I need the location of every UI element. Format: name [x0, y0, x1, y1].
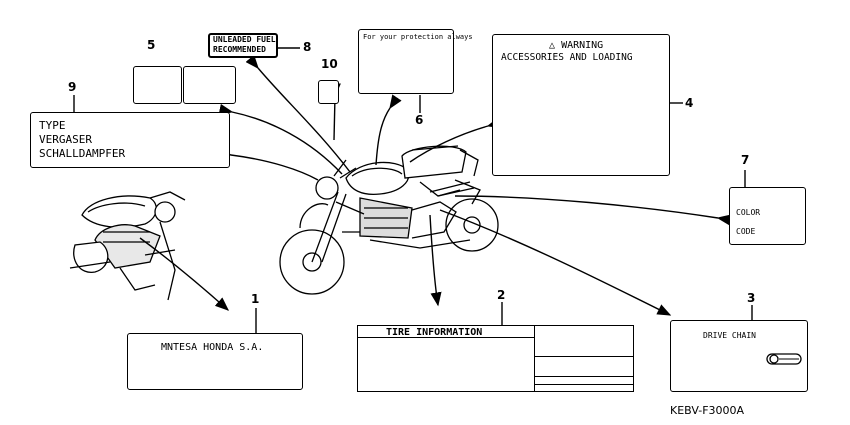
chain-adjuster-icon [766, 353, 802, 365]
label-6-text: For your protection always [363, 33, 473, 41]
warning-triangle-icon: △ [549, 40, 556, 51]
callout-number-3: 3 [747, 291, 756, 305]
leader-lines [73, 47, 753, 333]
label-4-warning: △ WARNING ACCESSORIES AND LOADING [492, 34, 670, 176]
callout-number-8: 8 [303, 40, 312, 54]
label-5-left-panel [133, 66, 182, 104]
label-10-small [318, 80, 339, 104]
callout-number-7: 7 [741, 153, 750, 167]
label-9-line-1: TYPE [39, 119, 66, 132]
label-4-line-1: △ WARNING [549, 40, 604, 51]
label-2-title: TIRE INFORMATION [386, 327, 483, 338]
label-1-text: MNTESA HONDA S.A. [161, 342, 264, 353]
label-9-type-plate: TYPE VERGASER SCHALLDAMPFER [30, 112, 230, 168]
label-2-title-rule [358, 337, 534, 338]
label-9-line-3: SCHALLDAMPFER [39, 147, 126, 160]
label-7-line-1: COLOR [736, 208, 761, 217]
label-7-color-code: COLOR CODE [729, 187, 806, 245]
label-9-line-2: VERGASER [39, 133, 92, 146]
label-1-manufacturer: MNTESA HONDA S.A. [127, 333, 303, 390]
label-8-line-2: RECOMMENDED [213, 45, 266, 54]
callout-number-4: 4 [685, 96, 694, 110]
label-3-text: DRIVE CHAIN [703, 331, 756, 340]
label-2-cell-divider-3 [534, 384, 633, 385]
callout-number-5: 5 [147, 38, 156, 52]
label-2-tire-information: TIRE INFORMATION [357, 325, 634, 392]
callout-number-2: 2 [497, 288, 506, 302]
main-motorcycle-illustration [279, 145, 499, 295]
label-4-line-2: ACCESSORIES AND LOADING [501, 52, 633, 63]
callout-number-6: 6 [415, 113, 424, 127]
small-motorcycle-illustration [69, 191, 186, 301]
label-2-cell-divider-1 [534, 356, 633, 357]
callout-number-10: 10 [321, 57, 338, 71]
callout-number-1: 1 [251, 292, 260, 306]
diagram-code: KEBV-F3000A [670, 404, 745, 417]
label-8-fuel: UNLEADED FUEL RECOMMENDED [208, 33, 278, 58]
label-2-divider-vertical [534, 326, 535, 391]
label-6-protection: For your protection always [358, 29, 473, 94]
label-5-right-panel [183, 66, 236, 104]
label-3-drive-chain: DRIVE CHAIN [670, 320, 808, 392]
label-2-cell-divider-2 [534, 376, 633, 377]
callout-number-9: 9 [68, 80, 77, 94]
label-7-line-2: CODE [736, 227, 756, 236]
label-8-line-1: UNLEADED FUEL [213, 35, 276, 44]
